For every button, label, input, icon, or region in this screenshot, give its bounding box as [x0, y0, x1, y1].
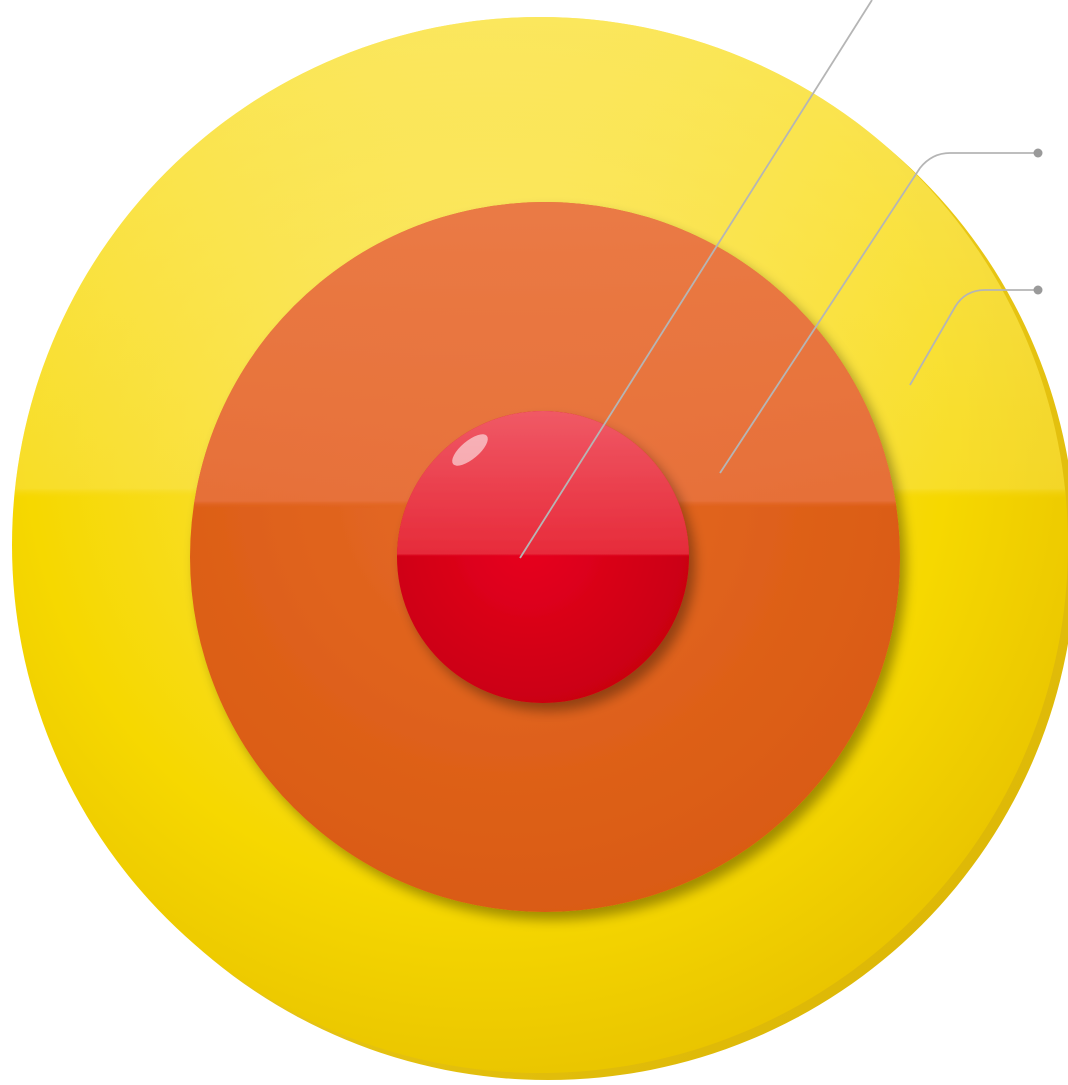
callout-dot-middle [1034, 149, 1043, 158]
callout-dot-outer [1034, 286, 1043, 295]
callout-dots [1034, 149, 1043, 295]
